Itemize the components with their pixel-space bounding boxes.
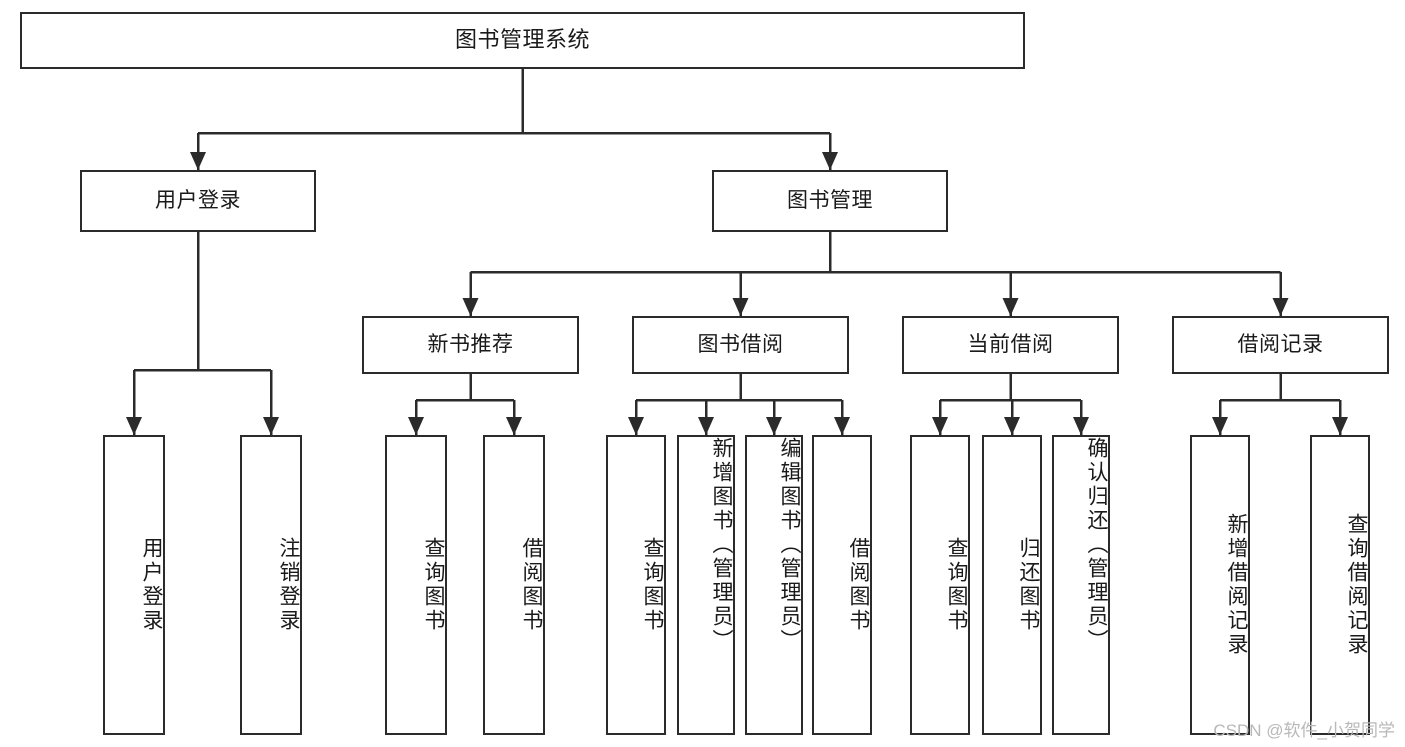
node-leaf-add-book-admin[interactable]: 新增图书（管理员） xyxy=(677,435,735,735)
node-book-borrowing[interactable]: 图书借阅 xyxy=(632,316,849,374)
node-book-management[interactable]: 图书管理 xyxy=(712,170,948,232)
node-leaf-query-book-recommend[interactable]: 查询图书 xyxy=(385,435,447,735)
node-label: 新书推荐 xyxy=(427,333,514,357)
node-label: 注销登录 xyxy=(277,537,300,633)
node-label: 用户登录 xyxy=(140,537,163,633)
node-label: 借阅记录 xyxy=(1237,333,1324,357)
node-leaf-return-book[interactable]: 归还图书 xyxy=(982,435,1042,735)
node-label: 借阅图书 xyxy=(847,537,870,633)
node-leaf-add-borrow-record[interactable]: 新增借阅记录 xyxy=(1190,435,1250,735)
node-leaf-user-login[interactable]: 用户登录 xyxy=(103,435,165,735)
node-label: 图书借阅 xyxy=(697,333,784,357)
node-leaf-borrow-book[interactable]: 借阅图书 xyxy=(812,435,872,735)
node-label: 查询图书 xyxy=(641,537,664,633)
node-leaf-borrow-book-recommend[interactable]: 借阅图书 xyxy=(483,435,545,735)
node-label: 当前借阅 xyxy=(967,333,1054,357)
node-borrowing-records[interactable]: 借阅记录 xyxy=(1172,316,1389,374)
node-leaf-edit-book-admin[interactable]: 编辑图书（管理员） xyxy=(745,435,803,735)
node-leaf-query-book-current[interactable]: 查询图书 xyxy=(910,435,970,735)
node-label: 编辑图书（管理员） xyxy=(778,437,801,653)
node-label: 查询图书 xyxy=(945,537,968,633)
node-label: 借阅图书 xyxy=(520,537,543,633)
node-book-management-system[interactable]: 图书管理系统 xyxy=(20,12,1025,69)
node-user-login[interactable]: 用户登录 xyxy=(80,170,316,232)
node-label: 查询借阅记录 xyxy=(1345,513,1368,657)
node-current-borrowing[interactable]: 当前借阅 xyxy=(902,316,1119,374)
node-label: 新增借阅记录 xyxy=(1225,513,1248,657)
node-leaf-query-borrow-record[interactable]: 查询借阅记录 xyxy=(1310,435,1370,735)
node-leaf-logout[interactable]: 注销登录 xyxy=(240,435,302,735)
node-label: 确认归还（管理员） xyxy=(1085,437,1108,653)
node-label: 图书管理系统 xyxy=(454,27,590,53)
node-new-book-recommendation[interactable]: 新书推荐 xyxy=(362,316,579,374)
node-label: 归还图书 xyxy=(1017,537,1040,633)
node-label: 查询图书 xyxy=(422,537,445,633)
node-label: 用户登录 xyxy=(155,189,241,213)
node-leaf-query-book-borrow[interactable]: 查询图书 xyxy=(606,435,666,735)
node-leaf-confirm-return-admin[interactable]: 确认归还（管理员） xyxy=(1052,435,1110,735)
node-label: 新增图书（管理员） xyxy=(710,437,733,653)
node-label: 图书管理 xyxy=(787,189,873,213)
